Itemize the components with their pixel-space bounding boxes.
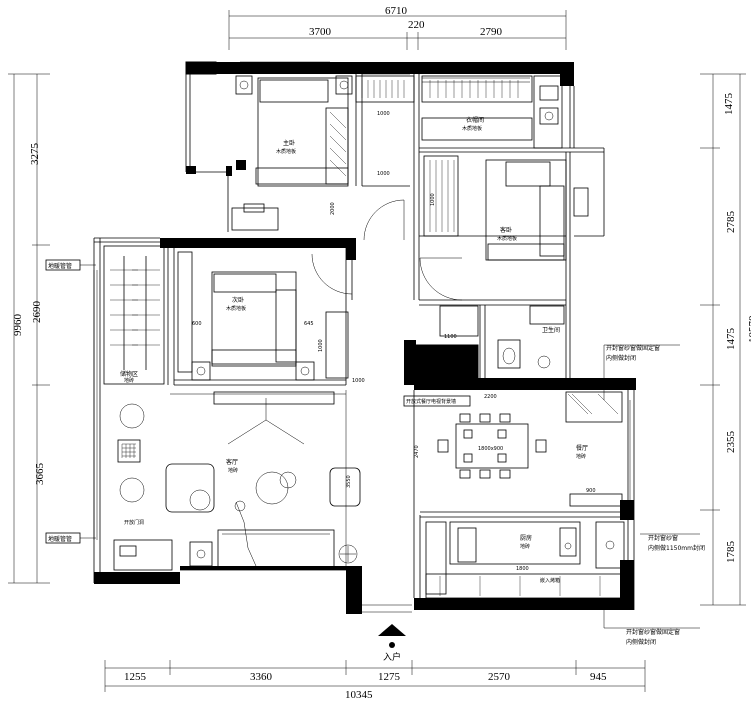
right-total-dim: 10570 (747, 315, 751, 343)
top-right-callout-2: 内侧做封闭 (606, 354, 636, 362)
bathroom-label: 卫生间 (542, 326, 560, 334)
right-dimensions: 1475 2785 1475 2355 1785 10570 (700, 73, 751, 606)
right-mid-callout-2: 内侧做1150mm封闭 (648, 544, 705, 552)
bottom-total-dim: 10345 (345, 689, 373, 701)
top-total-dim: 6710 (385, 5, 408, 17)
kitchen-sub: 地砖 (520, 543, 530, 550)
left-callout-1: 地暖管管 (48, 262, 72, 270)
storage-label: 储物区 (120, 370, 138, 378)
cloakroom-sub: 木质地板 (462, 125, 482, 132)
top-right-callout-1: 开封窗纱窗做固定窗 (606, 344, 660, 352)
right-seg-1: 1475 (723, 93, 735, 116)
dim-a10: 900 (586, 488, 596, 494)
bathroom: 卫生间 (427, 305, 565, 375)
left-seg-3: 3665 (34, 463, 46, 486)
tv-wall-callout: 开放式餐厅电视背景墙 (406, 398, 456, 405)
top-seg-1: 3700 (309, 26, 332, 38)
master-bedroom-sub: 木质地板 (276, 148, 296, 155)
bottom-seg-2: 3360 (250, 671, 273, 683)
shoe-cabinet-label: 开放门洞 (124, 519, 144, 526)
right-seg-3: 1475 (725, 328, 737, 351)
bottom-dimensions: 1255 3360 1275 2570 945 10345 (104, 660, 646, 701)
right-mid-callout-1: 开封窗纱窗 (648, 534, 678, 542)
guest-bedroom-sub: 木质地板 (497, 235, 517, 242)
dim-a14: 1000 (352, 378, 365, 384)
dim-a4: 1000 (430, 193, 436, 206)
bottom-seg-5: 945 (590, 671, 607, 683)
storage-area: 储物区 地砖 (103, 245, 165, 385)
wardrobe-top (355, 75, 563, 149)
left-seg-1: 3275 (29, 143, 41, 166)
living-room: 客厅 地砖 开放门洞 (113, 390, 361, 571)
dim-a2: 1000 (377, 171, 390, 177)
dim-a11: 1800 (516, 566, 529, 572)
guest-bedroom-label: 客卧 (500, 226, 512, 234)
right-callouts: 开封窗纱窗做固定窗 内侧做封闭 开封窗纱窗 内侧做1150mm封闭 开封窗纱窗做… (403, 344, 705, 646)
master-door (363, 199, 405, 241)
left-callouts: 地暖管管 地暖管管 (45, 259, 96, 544)
top-dimensions: 6710 3700 220 2790 (228, 5, 567, 50)
bottom-seg-4: 2570 (488, 671, 511, 683)
right-seg-2: 2785 (725, 211, 737, 234)
misc-dims: 1000 1000 1100 2200 900 1800 2470 3550 1… (318, 193, 596, 572)
oven-label: 嵌入烤箱 (540, 577, 560, 584)
storage-sub: 地砖 (124, 377, 134, 384)
left-seg-2: 2690 (31, 301, 43, 324)
master-bed: 主卧 木质地板 1000 1000 2000 (231, 75, 390, 231)
guest-bedroom: 客卧 木质地板 (419, 155, 589, 301)
left-callout-2: 地暖管管 (48, 535, 72, 543)
left-total-dim: 9960 (12, 314, 24, 337)
dining-sub: 地砖 (576, 453, 586, 460)
top-seg-3: 2790 (480, 26, 503, 38)
dim-a13: 3550 (346, 475, 352, 488)
bottom-seg-3: 1275 (378, 671, 401, 683)
living-sub: 地砖 (228, 467, 238, 474)
kitchen-label: 厨房 (520, 534, 532, 542)
master-bedroom-label: 主卧 (283, 139, 295, 147)
kitchen: 厨房 地砖 嵌入烤箱 (425, 521, 627, 599)
entrance-label: 入户 (383, 651, 401, 663)
dim-a3: 2000 (330, 202, 336, 215)
left-dimensions: 9960 3275 2690 3665 (8, 73, 50, 584)
walls (93, 61, 636, 614)
dim-a5: 600 (192, 321, 202, 327)
entrance-marker: 入户 (378, 624, 406, 663)
dim-a12: 2470 (414, 445, 420, 458)
dim-a9: 2200 (484, 394, 497, 400)
bottom-seg-1: 1255 (124, 671, 147, 683)
bottom-right-callout-2: 内侧做封闭 (626, 638, 656, 646)
second-bedroom-sub: 木质地板 (226, 305, 246, 312)
windows (93, 61, 631, 613)
dim-a6: 645 (304, 321, 314, 327)
living-room-label: 客厅 (226, 458, 238, 466)
dining-room-label: 餐厅 (576, 444, 588, 452)
right-seg-5: 1785 (725, 541, 737, 564)
dim-a1: 1000 (377, 111, 390, 117)
right-seg-4: 2355 (725, 431, 737, 454)
cloakroom: 衣帽间 木质地板 (462, 85, 559, 132)
top-seg-2: 220 (408, 19, 425, 31)
dining-table-dim: 1800x900 (478, 446, 503, 452)
dim-a7: 1000 (318, 339, 324, 352)
second-bedroom: 次卧 木质地板 600 645 (177, 251, 353, 405)
dim-a8: 1100 (444, 334, 457, 340)
dining-room: 1800x900 餐厅 地砖 (437, 391, 623, 507)
bottom-right-callout-1: 开封窗纱窗做固定窗 (626, 628, 680, 636)
second-bedroom-label: 次卧 (232, 296, 244, 304)
cloakroom-label: 衣帽间 (466, 116, 484, 124)
